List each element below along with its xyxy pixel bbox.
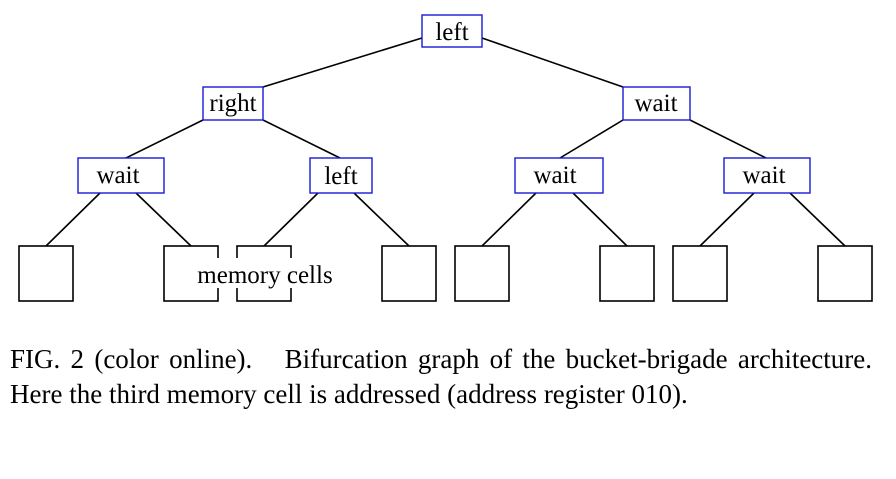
node-lr-label: left [324,163,357,190]
node-rr: wait [723,157,811,194]
node-root-label: left [435,19,468,46]
caption-text: Bifurcation graph of the bucket-brigade … [10,344,873,409]
edge-l1-lr [262,119,341,159]
memory-label-backdrop [182,258,348,288]
node-rr-label: wait [742,162,785,189]
edge-ll-cell1 [45,192,101,247]
node-r1-label: wait [634,90,677,117]
node-rl-label: wait [533,162,576,189]
bucket-brigade-diagram: memory cells left right wait wait left w… [18,14,873,302]
node-l1: right [202,86,264,121]
edge-rl-cell6 [572,192,628,247]
memory-cell-7 [672,245,728,302]
edge-root-r1 [481,37,624,88]
memory-cell-8 [817,245,873,302]
node-rl: wait [514,157,604,194]
edge-rl-cell5 [481,192,537,247]
memory-cell-6 [599,245,655,302]
node-r1: wait [622,86,691,121]
figure-label: FIG. 2 (color online). [10,344,253,374]
node-ll-label: wait [96,162,139,189]
edge-l1-ll [125,119,204,159]
node-lr: left [309,157,373,194]
node-root: left [421,14,483,48]
edge-root-l1 [262,37,423,88]
edge-r1-rr [689,119,767,159]
node-l1-label: right [209,90,256,117]
figure-caption: FIG. 2 (color online). Bifurcation graph… [10,342,872,412]
memory-cell-4 [381,245,437,302]
edge-lr-cell3 [263,192,319,247]
edge-r1-rl [559,119,624,159]
edge-ll-cell2 [135,192,192,247]
edge-lr-cell4 [353,192,410,247]
memory-cells-label: memory cells [197,262,332,289]
edge-rr-cell8 [789,192,846,247]
memory-cell-1 [18,245,74,302]
node-ll: wait [77,157,165,194]
edge-rr-cell7 [699,192,755,247]
memory-cell-5 [454,245,510,302]
